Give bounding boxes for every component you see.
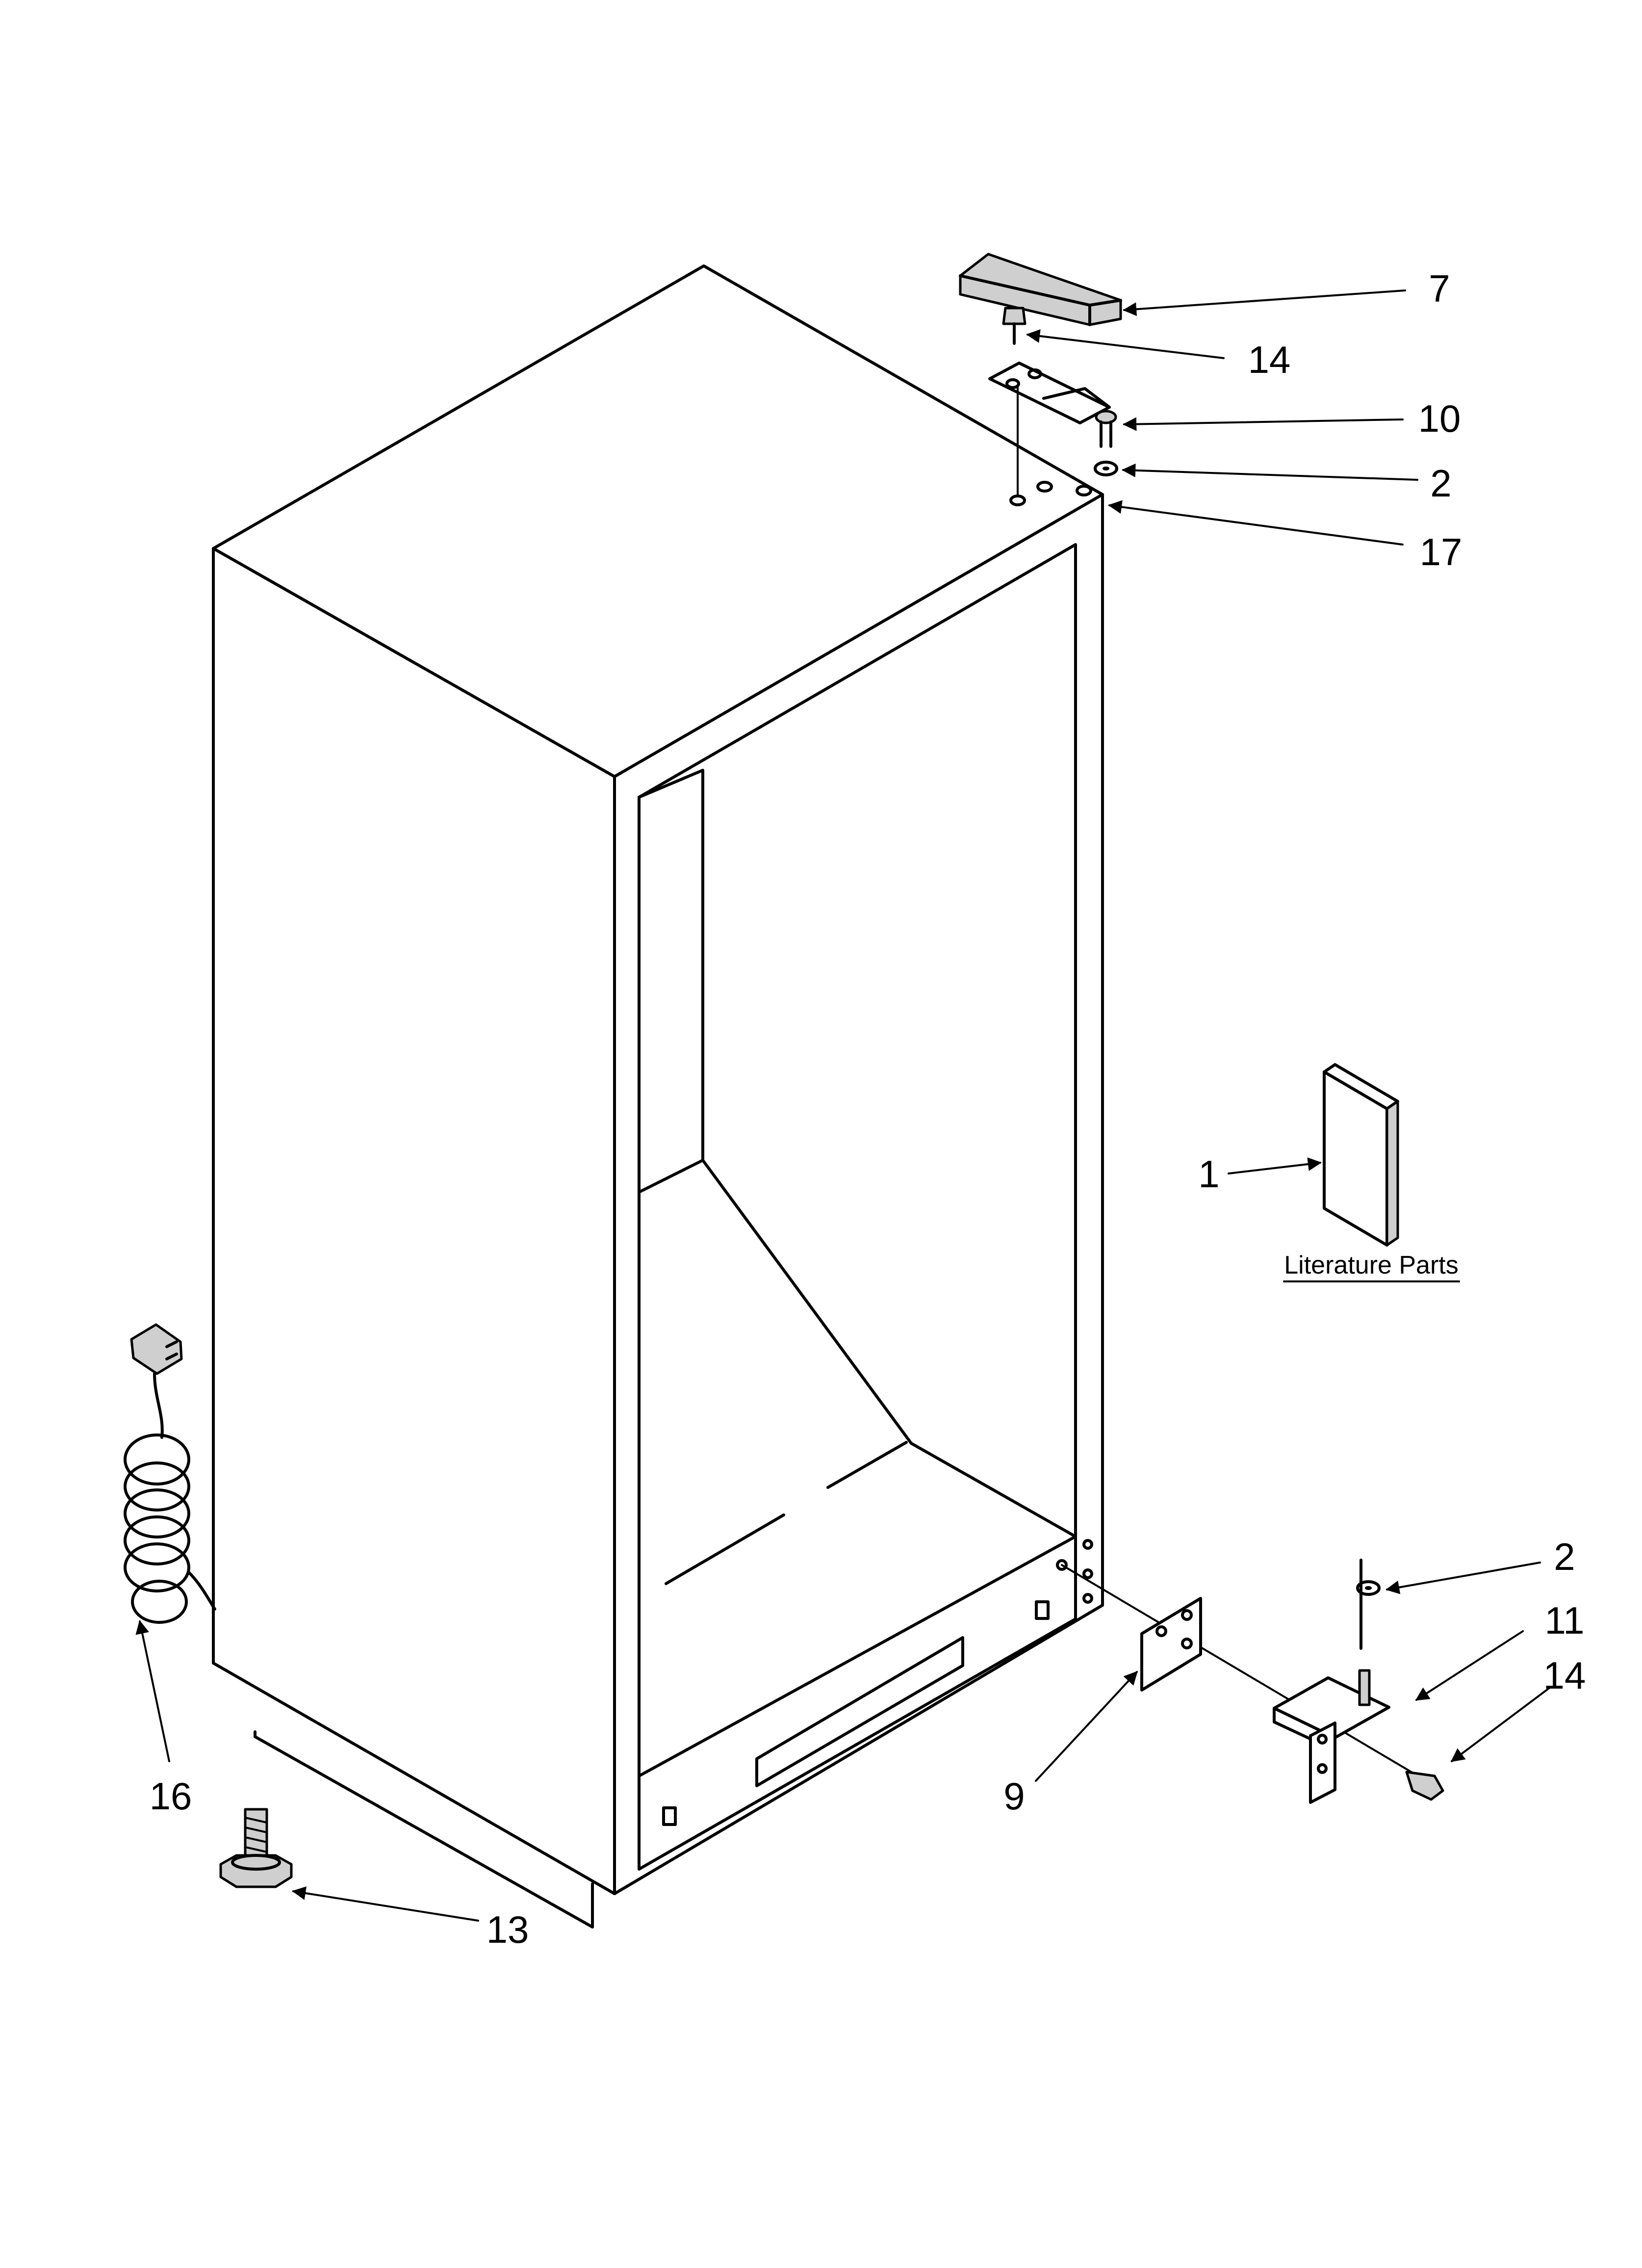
leader-17 bbox=[1108, 500, 1404, 546]
liner-floor-right bbox=[910, 1442, 1077, 1538]
cord-coil-3 bbox=[124, 1488, 190, 1538]
leader-7 bbox=[1123, 289, 1406, 316]
callout-1: 1 bbox=[1198, 1152, 1219, 1196]
leader-13 bbox=[292, 1886, 479, 1922]
kick-square-left bbox=[662, 1806, 677, 1826]
plug-prong-2 bbox=[165, 1353, 178, 1360]
callout-10: 10 bbox=[1418, 397, 1461, 440]
shim-hole-3 bbox=[1181, 1638, 1193, 1649]
washer-top-hole bbox=[1103, 467, 1109, 470]
leader-2-bottom bbox=[1385, 1562, 1541, 1594]
plug-prong-1 bbox=[165, 1340, 178, 1348]
hinge-screw-bottom bbox=[1405, 1771, 1444, 1801]
hole-front bbox=[1056, 1559, 1068, 1571]
leader-1 bbox=[1228, 1157, 1322, 1174]
washer-bottom bbox=[1356, 1580, 1381, 1596]
cabinet-body bbox=[212, 264, 1104, 1929]
leveling-foot-top bbox=[231, 1854, 281, 1871]
callout-14-top: 14 bbox=[1248, 338, 1291, 381]
floor-line-2 bbox=[826, 1441, 908, 1489]
bottom-hinge-hole-2 bbox=[1317, 1763, 1328, 1774]
washer-bottom-hole bbox=[1365, 1586, 1372, 1590]
frame-hole-1 bbox=[1082, 1539, 1093, 1550]
leader-lines bbox=[135, 289, 1551, 1922]
grille-slot bbox=[755, 1636, 964, 1787]
thread-2 bbox=[244, 1826, 268, 1833]
cord-wire-bottom bbox=[187, 1571, 216, 1611]
cord-coil-2 bbox=[124, 1461, 190, 1512]
callout-2-bottom: 2 bbox=[1554, 1535, 1575, 1578]
leveling-leg bbox=[219, 1808, 293, 1888]
callout-17: 17 bbox=[1420, 530, 1462, 574]
kick-square-right bbox=[1035, 1600, 1050, 1620]
shim-hole-2 bbox=[1181, 1609, 1193, 1621]
callout-7: 7 bbox=[1429, 267, 1450, 310]
leader-16 bbox=[135, 1620, 170, 1762]
callout-11: 11 bbox=[1545, 1599, 1585, 1642]
bottom-align-line bbox=[1061, 1564, 1436, 1787]
shim-hole-1 bbox=[1155, 1625, 1167, 1637]
callout-14-bottom: 14 bbox=[1543, 1654, 1586, 1697]
leader-11 bbox=[1415, 1630, 1524, 1701]
leader-14-top bbox=[1026, 329, 1225, 359]
hinge-cover-edges bbox=[959, 274, 1122, 326]
leader-14-bottom bbox=[1450, 1687, 1551, 1762]
cord-coil-5 bbox=[124, 1542, 190, 1592]
bottom-pin bbox=[1358, 1669, 1371, 1706]
cord-coil-1 bbox=[124, 1434, 190, 1486]
top-hole-3 bbox=[1076, 485, 1092, 496]
cord-coil-4 bbox=[124, 1515, 190, 1565]
plate-hole-1 bbox=[1005, 378, 1020, 389]
callout-2-top: 2 bbox=[1430, 462, 1451, 505]
callout-16: 16 bbox=[150, 1774, 192, 1818]
washer-top bbox=[1094, 461, 1118, 476]
leader-9 bbox=[1035, 1670, 1138, 1782]
plate-hole-2 bbox=[1027, 368, 1042, 379]
frame-hole-3 bbox=[1082, 1593, 1093, 1604]
hinge-screw-top bbox=[1002, 307, 1026, 325]
bottom-hinge-hole-1 bbox=[1317, 1734, 1328, 1745]
liner-left-wall bbox=[638, 769, 704, 1194]
leveling-foot bbox=[219, 1854, 293, 1888]
liner-floor-edge bbox=[701, 1159, 913, 1445]
cabinet-side bbox=[212, 547, 616, 1895]
thread-1 bbox=[244, 1817, 268, 1824]
bottom-hinge-leg bbox=[1309, 1721, 1336, 1804]
top-hinge-bracket bbox=[1042, 387, 1111, 409]
callout-labels: 7 14 10 2 17 1 Literature Parts 2 11 14 … bbox=[150, 267, 1586, 1951]
callout-9: 9 bbox=[1003, 1774, 1025, 1818]
hinge-pin-head bbox=[1095, 410, 1117, 424]
top-hole-2 bbox=[1036, 481, 1053, 493]
hinge-shim-plate bbox=[1140, 1597, 1202, 1692]
thread-4 bbox=[244, 1846, 268, 1853]
power-cord bbox=[124, 1323, 216, 1624]
book-spine bbox=[1385, 1100, 1399, 1247]
literature-label: Literature Parts bbox=[1284, 1251, 1459, 1279]
leader-2-top bbox=[1122, 463, 1418, 481]
frame-hole-2 bbox=[1082, 1568, 1093, 1579]
top-hinge-assembly bbox=[959, 253, 1122, 496]
literature-parts-book bbox=[1283, 1063, 1460, 1282]
thread-3 bbox=[244, 1836, 268, 1843]
cabinet-base bbox=[254, 1730, 594, 1929]
cord-plug bbox=[130, 1323, 183, 1375]
callout-13: 13 bbox=[487, 1908, 529, 1951]
floor-line-1 bbox=[665, 1513, 785, 1585]
cord-wire-top bbox=[153, 1372, 164, 1439]
cord-coil-end bbox=[131, 1580, 188, 1624]
bottom-hinge-assembly bbox=[1061, 1559, 1444, 1804]
hinge-cover-part bbox=[959, 253, 1122, 326]
leader-10 bbox=[1123, 417, 1404, 431]
